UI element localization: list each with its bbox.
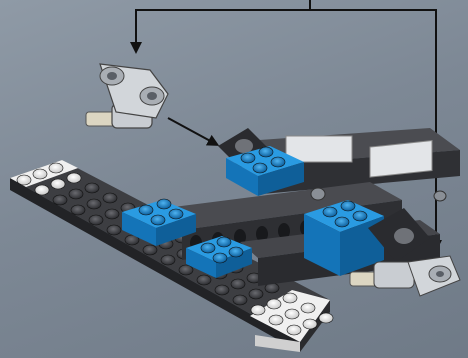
stud-icon <box>197 275 211 285</box>
stud-icon <box>67 173 81 183</box>
stud-icon <box>233 295 247 305</box>
stud-icon <box>269 315 283 325</box>
stud-icon <box>229 247 243 257</box>
stud-icon <box>271 157 285 167</box>
stud-icon <box>253 163 267 173</box>
stud-icon <box>251 305 265 315</box>
stud-icon <box>287 325 301 335</box>
stud-icon <box>341 201 355 211</box>
stud-icon <box>213 253 227 263</box>
stud-icon <box>241 153 255 163</box>
stud-icon <box>157 199 171 209</box>
insertion-arrow-icon <box>168 118 214 143</box>
stud-icon <box>267 299 281 309</box>
stud-icon <box>217 237 231 247</box>
stud-icon <box>89 215 103 225</box>
stud-icon <box>151 215 165 225</box>
stud-icon <box>103 193 117 203</box>
stud-icon <box>69 189 83 199</box>
stud-icon <box>335 217 349 227</box>
stud-icon <box>139 205 153 215</box>
stud-icon <box>231 279 245 289</box>
stud-icon <box>283 293 297 303</box>
stud-icon <box>301 303 315 313</box>
stud-icon <box>143 245 157 255</box>
stud-icon <box>71 205 85 215</box>
stud-icon <box>249 289 263 299</box>
stud-icon <box>179 265 193 275</box>
stud-icon <box>323 207 337 217</box>
stud-icon <box>319 313 333 323</box>
stud-icon <box>107 225 121 235</box>
pin-connector-icon <box>86 64 168 128</box>
stud-icon <box>259 147 273 157</box>
stud-icon <box>161 255 175 265</box>
stud-icon <box>53 195 67 205</box>
stud-icon <box>169 209 183 219</box>
stud-icon <box>51 179 65 189</box>
stud-icon <box>215 285 229 295</box>
stud-icon <box>285 309 299 319</box>
stud-icon <box>303 319 317 329</box>
stud-icon <box>105 209 119 219</box>
stud-icon <box>49 163 63 173</box>
stud-icon <box>35 185 49 195</box>
stud-icon <box>353 211 367 221</box>
stud-icon <box>87 199 101 209</box>
stud-icon <box>17 175 31 185</box>
stud-icon <box>201 243 215 253</box>
stud-icon <box>33 169 47 179</box>
stud-icon <box>85 183 99 193</box>
